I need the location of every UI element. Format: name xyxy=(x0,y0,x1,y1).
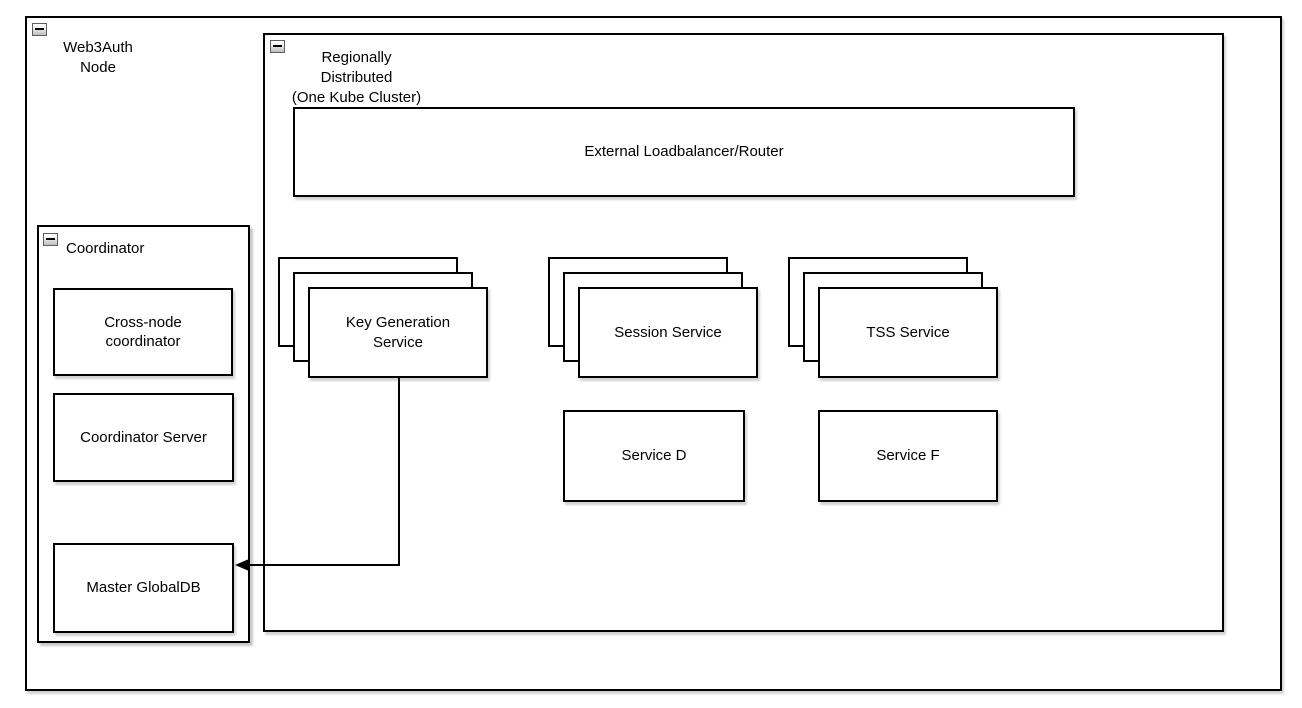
collapse-icon[interactable] xyxy=(270,40,285,53)
node-coordinator-server[interactable]: Coordinator Server xyxy=(53,393,234,482)
node-session-service[interactable]: Session Service xyxy=(578,287,758,378)
node-cross-node-coordinator-label: Cross-node coordinator xyxy=(104,313,182,351)
node-tss-service[interactable]: TSS Service xyxy=(818,287,998,378)
node-external-loadbalancer[interactable]: External Loadbalancer/Router xyxy=(293,107,1075,197)
node-service-f[interactable]: Service F xyxy=(818,410,998,502)
node-session-service-label: Session Service xyxy=(614,323,722,341)
minus-icon xyxy=(35,28,44,30)
node-service-f-label: Service F xyxy=(876,447,940,465)
node-cross-node-coordinator[interactable]: Cross-node coordinator xyxy=(53,288,233,376)
node-master-globaldb-label: Master GlobalDB xyxy=(86,579,201,597)
node-master-globaldb[interactable]: Master GlobalDB xyxy=(53,543,234,633)
minus-icon xyxy=(273,45,282,47)
node-external-loadbalancer-label: External Loadbalancer/Router xyxy=(584,143,784,161)
group-regionally-distributed-label: Regionally Distributed (One Kube Cluster… xyxy=(291,49,422,106)
collapse-icon[interactable] xyxy=(43,233,58,246)
group-coordinator-label: Coordinator xyxy=(66,240,145,257)
collapse-icon[interactable] xyxy=(32,23,47,36)
node-coordinator-server-label: Coordinator Server xyxy=(80,428,207,446)
node-key-generation-service[interactable]: Key Generation Service xyxy=(308,287,488,378)
group-web3auth-node-label: Web3Auth Node xyxy=(63,39,133,76)
node-tss-service-label: TSS Service xyxy=(866,323,950,341)
node-service-d[interactable]: Service D xyxy=(563,410,745,502)
minus-icon xyxy=(46,238,55,240)
node-service-d-label: Service D xyxy=(621,447,687,465)
node-key-generation-service-label: Key Generation Service xyxy=(345,314,451,351)
